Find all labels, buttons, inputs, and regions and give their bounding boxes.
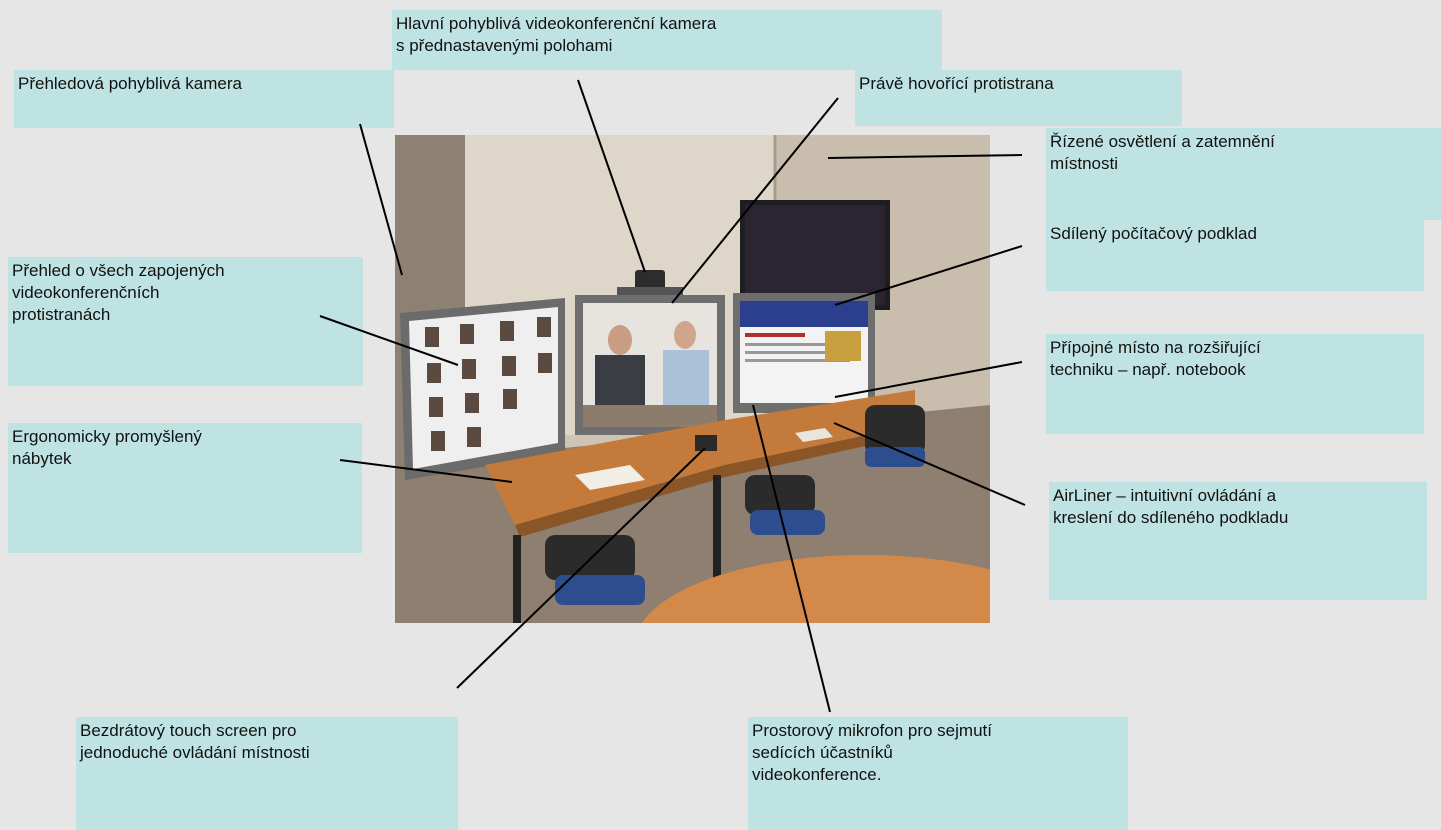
room-illustration xyxy=(395,135,990,623)
label-microphone: Prostorový mikrofon pro sejmutí sedících… xyxy=(748,717,1128,830)
label-touch-screen: Bezdrátový touch screen pro jednoduché o… xyxy=(76,717,458,830)
label-shared-document: Sdílený počítačový podklad xyxy=(1046,220,1424,291)
label-airliner: AirLiner – intuitivní ovládání a kreslen… xyxy=(1049,482,1427,600)
room-photo xyxy=(395,135,990,623)
label-connection-point: Přípojné místo na rozšiřující techniku –… xyxy=(1046,334,1424,434)
label-overview-camera: Přehledová pohyblivá kamera xyxy=(14,70,394,128)
label-main-camera: Hlavní pohyblivá videokonferenční kamera… xyxy=(392,10,942,70)
label-all-parties: Přehled o všech zapojených videokonferen… xyxy=(8,257,363,386)
label-lighting: Řízené osvětlení a zatemnění místnosti xyxy=(1046,128,1441,220)
label-furniture: Ergonomicky promyšlený nábytek xyxy=(8,423,362,553)
label-speaking-party: Právě hovořící protistrana xyxy=(855,70,1182,126)
